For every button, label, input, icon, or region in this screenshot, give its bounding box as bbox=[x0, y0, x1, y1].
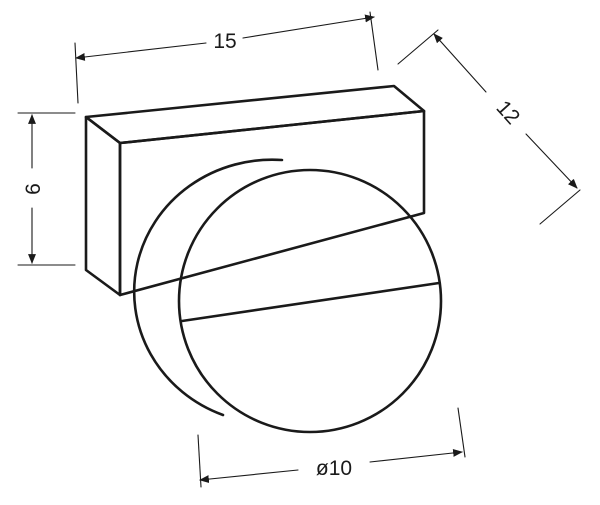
diameter-dimension: ø10 bbox=[197, 407, 466, 488]
round-lamp-head bbox=[132, 158, 443, 434]
diameter-extension-right bbox=[457, 407, 466, 458]
height-label: 6 bbox=[22, 183, 45, 195]
diameter-dimension-line-left bbox=[199, 469, 299, 484]
diameter-dimension-line-right bbox=[369, 449, 463, 463]
lamp-front-disc bbox=[177, 168, 443, 434]
width-extension-right bbox=[369, 11, 379, 71]
lamp-diffuser-split-line bbox=[180, 281, 441, 323]
depth-dimension-line-bottom bbox=[525, 133, 578, 189]
width-extension-left bbox=[74, 42, 79, 104]
height-dimension: 6 bbox=[17, 112, 76, 266]
depth-extension-bottom bbox=[539, 189, 581, 225]
box-top-face bbox=[84, 84, 426, 145]
diameter-label: ø10 bbox=[316, 457, 352, 480]
depth-label: 12 bbox=[491, 96, 524, 129]
width-dimension-line-right bbox=[242, 14, 375, 39]
depth-dimension-line-top bbox=[433, 33, 487, 93]
width-label: 15 bbox=[213, 30, 236, 53]
mounting-box bbox=[84, 84, 426, 297]
box-front-face bbox=[118, 109, 426, 297]
width-dimension-line-left bbox=[75, 42, 207, 61]
lamp-back-rim bbox=[132, 158, 284, 417]
diameter-extension-left bbox=[197, 434, 202, 488]
box-side-face bbox=[84, 115, 122, 297]
depth-extension-top bbox=[397, 29, 439, 65]
width-dimension: 15 bbox=[74, 11, 379, 104]
